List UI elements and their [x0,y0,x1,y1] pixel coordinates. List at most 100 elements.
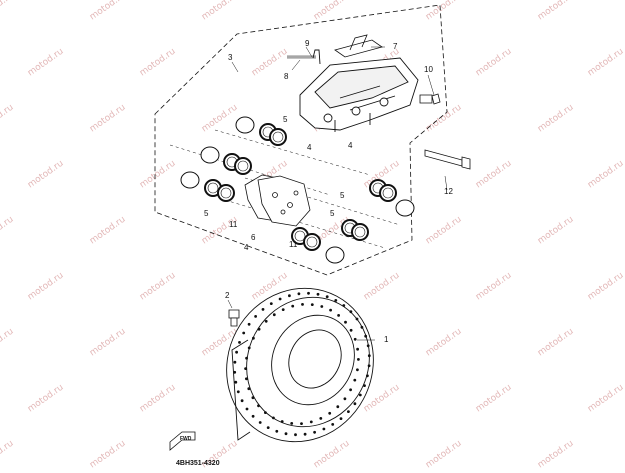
drill-hole [356,368,359,372]
watermark: motod.ru [424,327,464,359]
drill-hole [294,433,297,437]
watermark: motod.ru [536,215,576,247]
drill-hole [238,341,241,344]
drill-hole [344,320,347,324]
pin-clip [312,49,321,65]
drill-hole [349,310,353,314]
watermark: motod.ru [0,439,16,468]
drill-hole [331,423,335,426]
drill-hole [367,364,371,368]
callout-2: 2 [225,291,230,300]
drill-hole [360,325,364,329]
watermark: motod.ru [536,0,576,22]
drill-hole [234,380,238,384]
drill-hole [235,350,239,354]
piston [395,199,415,217]
caliper-body [299,57,419,132]
watermark: motod.ru [424,439,464,468]
drill-hole [236,390,240,394]
watermark: motod.ru [424,103,464,135]
drill-hole [252,336,255,340]
drill-hole [353,402,357,406]
drill-hole [245,356,249,360]
drill-hole [291,304,295,308]
piston-seal-inner [220,187,232,199]
callout-4: 4 [348,141,353,150]
callout-11: 11 [229,220,238,229]
watermark: motod.ru [88,103,128,135]
watermark: motod.ru [362,271,402,303]
piston [180,171,200,189]
watermark: motod.ru [88,327,128,359]
caliper-assembly-boundary [154,4,448,276]
drill-hole [363,384,366,387]
callout-4: 4 [244,243,249,252]
drill-hole [297,292,301,296]
disc-bolt [228,309,240,327]
drill-hole [349,328,353,332]
drill-hole [328,411,332,415]
callout-3: 3 [228,53,233,62]
drill-hole [353,337,357,341]
drill-hole [247,346,251,350]
drill-hole [284,432,288,436]
watermark: motod.ru [200,0,240,22]
drill-hole [258,421,262,424]
drill-hole [334,299,338,302]
drill-hole [251,414,255,418]
watermark: motod.ru [586,383,625,415]
diagram-code: 4BH351-4320 [176,460,220,467]
watermark: motod.ru [26,383,66,415]
watermark: motod.ru [474,159,514,191]
watermark: motod.ru [586,47,625,79]
bleed-screw [419,93,441,105]
callout-5: 5 [283,115,288,124]
callout-4: 4 [307,143,312,152]
watermark: motod.ru [424,215,464,247]
drill-hole [254,315,257,318]
drill-hole [247,322,251,326]
callout-9: 9 [305,39,310,48]
watermark: motod.ru [474,271,514,303]
watermark: motod.ru [138,47,178,79]
watermark: motod.ru [138,383,178,415]
drill-hole [301,303,304,306]
watermark: motod.ru [536,103,576,135]
watermark: motod.ru [312,0,352,22]
drill-hole [366,374,369,378]
drill-hole [336,405,340,409]
drill-hole [329,308,332,312]
mounting-bolt [424,149,471,170]
drill-hole [339,417,343,420]
drill-hole [281,308,285,311]
drill-hole [264,319,268,323]
drill-hole [240,399,244,403]
drill-hole [275,429,279,433]
callout-7: 7 [393,42,398,51]
drill-hole [337,314,340,317]
drill-hole [358,393,362,397]
drill-hole [242,331,246,335]
piston-seal-inner [272,131,284,143]
drill-hole [251,396,255,400]
drill-hole [353,378,357,382]
brake-disc [226,287,374,443]
drill-hole [349,388,352,392]
drill-hole [309,420,313,424]
drill-hole [357,358,360,361]
disc-drill-holes [233,291,371,437]
drill-hole [266,426,270,429]
watermark: motod.ru [0,327,16,359]
drill-hole [272,313,276,317]
drill-hole [290,422,294,425]
watermark: motod.ru [536,327,576,359]
piston-guide-lines [169,129,401,249]
pad-spring [334,34,383,58]
drill-hole [347,410,350,413]
drill-hole [272,416,275,420]
watermark: motod.ru [88,0,128,22]
watermark: motod.ru [0,103,16,135]
watermark: motod.ru [312,439,352,468]
callout-11: 11 [289,240,298,249]
callout-12: 12 [444,187,453,196]
